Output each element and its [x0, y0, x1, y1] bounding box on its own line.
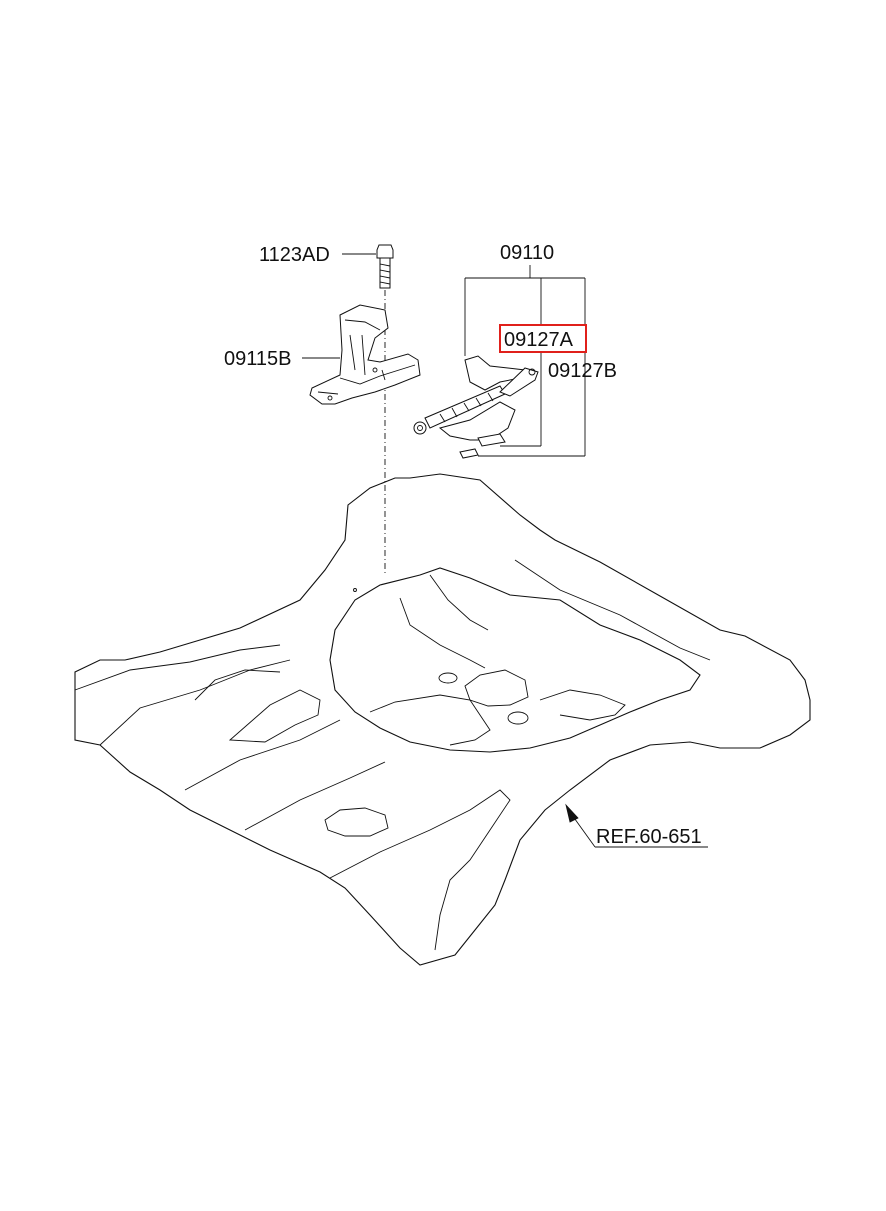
- label-bracket[interactable]: 09115B: [224, 348, 291, 370]
- label-jack-assembly[interactable]: 09110: [500, 242, 554, 264]
- jack-assembly-bracket: [464, 265, 586, 457]
- label-reference[interactable]: REF.60-651: [596, 826, 702, 848]
- label-bolt[interactable]: 1123AD: [259, 244, 330, 266]
- bolt-part: [376, 244, 394, 575]
- scissor-jack-part: [413, 355, 539, 459]
- floor-panel-outline: [74, 473, 811, 966]
- label-jack-part-b[interactable]: 09127B: [548, 360, 617, 382]
- reference-leader: [565, 803, 708, 848]
- highlight-box: [499, 324, 587, 353]
- bracket-part: [309, 304, 421, 405]
- label-jack-part-a[interactable]: 09127A: [504, 329, 574, 351]
- arrow-icon: [565, 803, 579, 823]
